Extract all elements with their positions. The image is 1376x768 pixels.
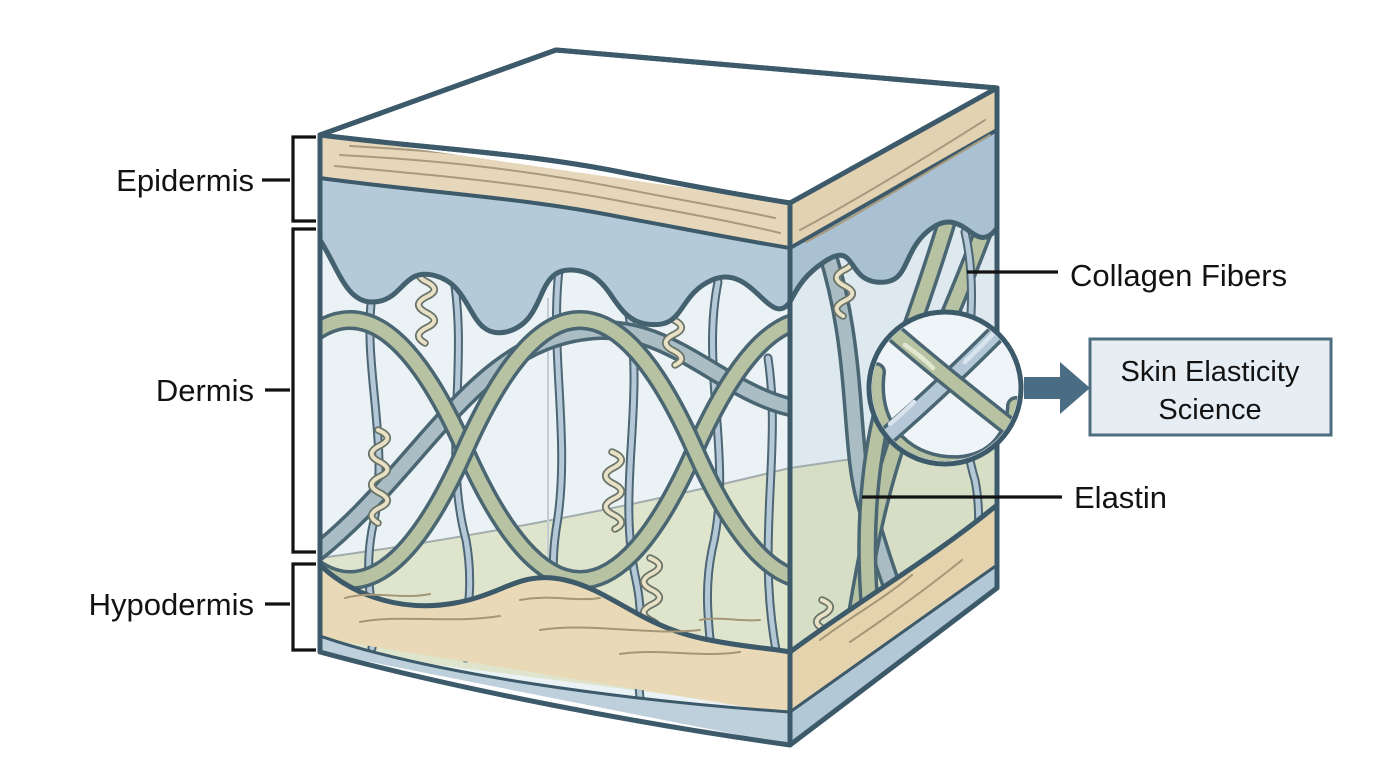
- skin-block-right-face: [790, 88, 997, 745]
- layer-annotations: Epidermis Dermis Hypodermis: [89, 135, 316, 652]
- callout-box: Skin Elasticity Science: [1088, 337, 1333, 437]
- fiber-annotations: Collagen Fibers Elastin: [862, 258, 1287, 515]
- base-band-side: [790, 563, 997, 745]
- dermis-label: Dermis: [156, 373, 254, 408]
- zoom-arrow-icon: [1024, 362, 1090, 414]
- hypodermis-bracket: [291, 562, 316, 652]
- base-band: [320, 634, 790, 745]
- skin-block-front-face: [320, 135, 790, 745]
- collagen-fibers-label: Collagen Fibers: [1070, 258, 1287, 293]
- callout-line1: Skin Elasticity: [1121, 356, 1300, 388]
- hypodermis-layer: [320, 562, 790, 714]
- magnifier-circle: [866, 309, 1024, 467]
- epidermis-label: Epidermis: [116, 163, 254, 198]
- magnified-fibers: [875, 325, 1016, 461]
- stratum-corneum-side: [790, 88, 997, 250]
- dermis-bracket: [291, 227, 316, 554]
- hypodermis-label: Hypodermis: [89, 587, 254, 622]
- callout-line2: Science: [1158, 394, 1261, 426]
- epidermis-bracket: [291, 135, 316, 223]
- epidermis-band: [320, 178, 790, 336]
- elastin-label: Elastin: [1074, 480, 1167, 515]
- epidermis-band-side: [790, 130, 997, 305]
